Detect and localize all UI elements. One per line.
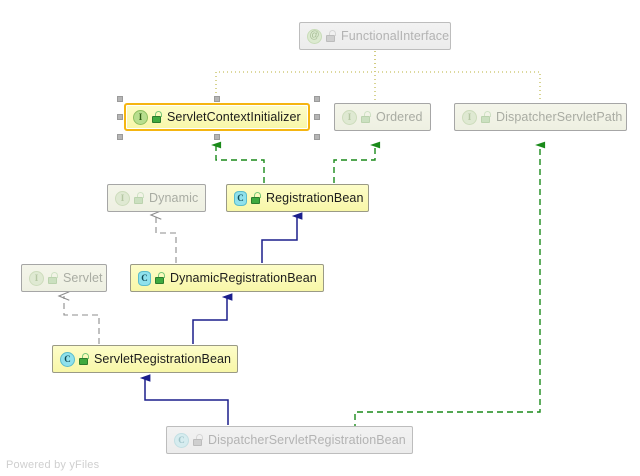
node-registration-bean[interactable]: C RegistrationBean [226, 184, 369, 212]
edge-registrationbean-ordered [333, 141, 381, 183]
node-dynamic-registration-bean[interactable]: C DynamicRegistrationBean [130, 264, 324, 292]
yfiles-watermark: Powered by yFiles [6, 459, 100, 471]
node-label: DispatcherServletPath [496, 109, 623, 124]
class-icon: C [60, 351, 75, 367]
node-functional-interface[interactable]: @ FunctionalInterface [299, 22, 451, 50]
node-label: RegistrationBean [266, 190, 364, 205]
class-icon: C [174, 432, 189, 448]
node-label: Ordered [376, 109, 423, 124]
public-lock-icon [193, 434, 203, 446]
interface-icon: I [342, 109, 357, 125]
public-lock-icon [481, 111, 491, 123]
node-ordered[interactable]: I Ordered [334, 103, 431, 131]
selection-handle-w[interactable] [117, 114, 123, 120]
interface-icon: I [115, 190, 130, 206]
edge-dispatcherservletregistrationbean-servletregistrationbean [139, 374, 229, 425]
interface-icon: I [29, 270, 44, 286]
selection-handle-sw[interactable] [117, 134, 123, 140]
node-label: FunctionalInterface [341, 28, 450, 43]
edge-dynamicregistrationbean-registrationbean [261, 212, 303, 263]
public-lock-icon [251, 192, 261, 204]
selection-handle-e[interactable] [314, 114, 320, 120]
public-lock-icon [134, 192, 144, 204]
node-label: Servlet [63, 270, 103, 285]
edge-servletregistrationbean-servlet [64, 296, 100, 344]
node-label: Dynamic [149, 190, 199, 205]
node-label: ServletRegistrationBean [94, 351, 232, 366]
node-label: ServletContextInitializer [167, 109, 301, 124]
selection-handle-ne[interactable] [314, 96, 320, 102]
selection-handle-s[interactable] [214, 134, 220, 140]
edge-servletregistrationbean-dynamicregistrationbean [192, 293, 233, 344]
interface-icon: I [462, 109, 477, 125]
edge-registrationbean-servletcontextinitializer [211, 141, 265, 183]
selection-handle-se[interactable] [314, 134, 320, 140]
node-dynamic[interactable]: I Dynamic [107, 184, 206, 212]
node-servlet[interactable]: I Servlet [21, 264, 107, 292]
edge-dispatcherservletregistrationbean-dispatcherservletpath [354, 141, 546, 440]
public-lock-icon [79, 353, 89, 365]
node-label: DynamicRegistrationBean [170, 270, 317, 285]
public-lock-icon [155, 272, 165, 284]
edge-functionalinterface-dispatcherservletpath [374, 51, 541, 101]
node-servlet-context-initializer[interactable]: I ServletContextInitializer [124, 103, 310, 131]
edge-dynamicregistrationbean-dynamic [156, 215, 177, 263]
annotation-at-icon: @ [307, 28, 322, 44]
public-lock-icon [48, 272, 58, 284]
class-icon: C [234, 190, 247, 206]
node-dispatcher-servlet-registration-bean[interactable]: C DispatcherServletRegistrationBean [166, 426, 413, 454]
public-lock-icon [326, 30, 336, 42]
public-lock-icon [152, 111, 162, 123]
edge-functionalinterface-servletcontextinitializer [215, 51, 376, 101]
selection-handle-n[interactable] [214, 96, 220, 102]
node-dispatcher-servlet-path[interactable]: I DispatcherServletPath [454, 103, 627, 131]
public-lock-icon [361, 111, 371, 123]
node-servlet-registration-bean[interactable]: C ServletRegistrationBean [52, 345, 238, 373]
node-label: DispatcherServletRegistrationBean [208, 432, 406, 447]
class-icon: C [138, 270, 151, 286]
selection-handle-nw[interactable] [117, 96, 123, 102]
interface-icon: I [133, 109, 148, 125]
